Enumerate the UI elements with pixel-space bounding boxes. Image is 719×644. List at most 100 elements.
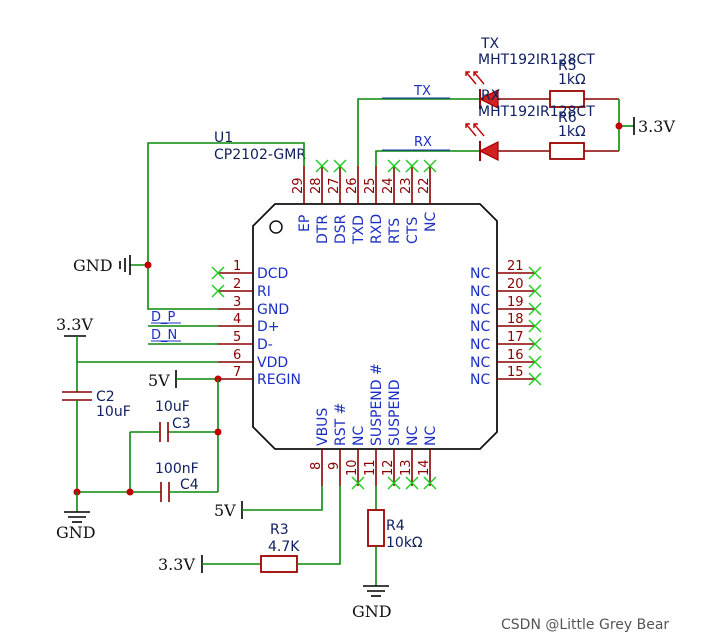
pin-rts-name: RTS: [387, 218, 403, 244]
pin-7-number: 7: [233, 365, 241, 380]
pin-dtr-name: DTR: [315, 215, 331, 244]
pin-gnd-name: GND: [257, 302, 289, 318]
pin-suspend-n-name: SUSPEND #: [369, 363, 385, 446]
rst-network: [201, 486, 341, 573]
pin-ri-name: RI: [257, 284, 271, 300]
top-pin-names: EP DTR DSR TXD RXD RTS CTS NC: [297, 212, 439, 245]
c2-value: 10uF: [96, 404, 131, 420]
pin-14-number: 14: [417, 459, 432, 476]
pin-nc19-name: NC: [470, 302, 490, 318]
pin-regin-name: REGIN: [257, 372, 301, 388]
pin-suspend-name: SUSPEND: [387, 379, 403, 446]
pin-23-number: 23: [399, 177, 414, 194]
pin-dplus-name: D+: [257, 319, 280, 335]
vdd-network: [62, 335, 218, 523]
caps-gnd-label: GND: [56, 523, 96, 542]
c4-ref: C4: [180, 477, 199, 493]
watermark: CSDN @Little Grey Bear: [501, 617, 669, 633]
tx-led-network: TX: [357, 71, 619, 166]
r3-value: 4.7K: [268, 539, 300, 555]
pin-11-number: 11: [363, 459, 378, 476]
r6-value: 1kΩ: [558, 124, 586, 140]
regin-supply-label: 5V: [148, 371, 170, 390]
right-pin-lines: [497, 272, 535, 380]
pin-vdd-name: VDD: [257, 355, 288, 371]
bottom-pin-lines: [321, 449, 431, 486]
bottom-pin-names: VBUS RST # NC SUSPEND # SUSPEND NC NC: [315, 363, 439, 446]
top-pin-lines: [303, 166, 431, 204]
chip-part: CP2102-GMR: [214, 147, 306, 163]
vbus-supply-label: 5V: [214, 501, 236, 520]
right-pin-names: NC NC NC NC NC NC NC: [470, 266, 490, 388]
pin-15-number: 15: [507, 365, 524, 380]
pin-txd-name: TXD: [351, 215, 367, 245]
left-pin-lines: [218, 272, 253, 380]
pin-10-number: 10: [345, 459, 360, 476]
vdd-supply-label: 3.3V: [56, 315, 93, 334]
bottom-nc-markers: [351, 476, 437, 490]
pin-3-number: 3: [233, 295, 241, 310]
c3-ref: C3: [172, 416, 191, 432]
ep-gnd-wire: [119, 142, 305, 310]
rx-led-part: MHT192IR128CT: [478, 104, 595, 120]
tx-led-part: MHT192IR128CT: [478, 52, 595, 68]
pin-nc15-name: NC: [470, 372, 490, 388]
led-supply-label: 3.3V: [638, 117, 675, 136]
pin-nc14-name: NC: [423, 426, 439, 446]
pin-vbus-name: VBUS: [315, 408, 331, 446]
right-nc-markers: [528, 266, 542, 386]
pin-29-number: 29: [291, 177, 306, 194]
pin1-marker: [269, 220, 283, 234]
pin-18-number: 18: [507, 312, 524, 327]
pin-nc21-name: NC: [470, 266, 490, 282]
pin-dminus-name: D-: [257, 337, 273, 353]
led-supply-rail: [615, 99, 635, 151]
c3-value: 10uF: [155, 399, 190, 415]
pin-12-number: 12: [381, 459, 396, 476]
c4-value: 100nF: [155, 461, 199, 477]
left-nc-markers: [211, 266, 225, 298]
pin-nc17-name: NC: [470, 337, 490, 353]
pin-24-number: 24: [381, 177, 396, 194]
pin-dsr-name: DSR: [333, 214, 349, 244]
rx-led-ref: RX: [481, 88, 501, 104]
r5-value: 1kΩ: [558, 72, 586, 88]
chip-ref: U1: [214, 130, 233, 146]
pin-5-number: 5: [233, 330, 241, 345]
c2-ref: C2: [96, 389, 115, 405]
pin-nc10-name: NC: [351, 426, 367, 446]
pin-rst-name: RST #: [333, 403, 349, 446]
pin-25-number: 25: [363, 177, 378, 194]
tx-led-ref: TX: [480, 36, 500, 52]
r3-resistor: [260, 555, 298, 573]
r3-ref: R3: [270, 522, 289, 538]
dn-net-label: D_N: [151, 328, 177, 343]
pin-nc16-name: NC: [470, 355, 490, 371]
pin-27-number: 27: [327, 177, 342, 194]
usb-data-nets: [148, 322, 218, 345]
pin-nc18-name: NC: [470, 319, 490, 335]
pin-nc20-name: NC: [470, 284, 490, 300]
top-pin-numbers: 29 28 27 26 25 24 23 22: [291, 177, 432, 194]
dp-net-label: D_P: [151, 310, 176, 325]
pin-9-number: 9: [327, 462, 342, 470]
r4-resistor: [367, 509, 385, 547]
left-pin-numbers: 1 2 3 4 5 6 7: [233, 259, 241, 380]
rst-supply-label: 3.3V: [158, 555, 195, 574]
chip-gnd-label: GND: [73, 256, 113, 275]
regin-network: [126, 370, 222, 502]
rx-led-network: RX: [375, 123, 619, 166]
pin-nc22-name: NC: [423, 212, 439, 232]
r4-value: 10kΩ: [386, 535, 423, 551]
r6-resistor: [549, 142, 585, 160]
pin-8-number: 8: [309, 462, 324, 470]
bottom-pin-numbers: 8 9 10 11 12 13 14: [309, 459, 432, 476]
tx-net-label: TX: [413, 84, 431, 99]
pin-28-number: 28: [309, 177, 324, 194]
pin-1-number: 1: [233, 259, 241, 274]
pin-dcd-name: DCD: [257, 266, 288, 282]
top-nc-markers: [315, 159, 437, 173]
pin-26-number: 26: [345, 177, 360, 194]
pin-16-number: 16: [507, 348, 524, 363]
pin-4-number: 4: [233, 312, 241, 327]
